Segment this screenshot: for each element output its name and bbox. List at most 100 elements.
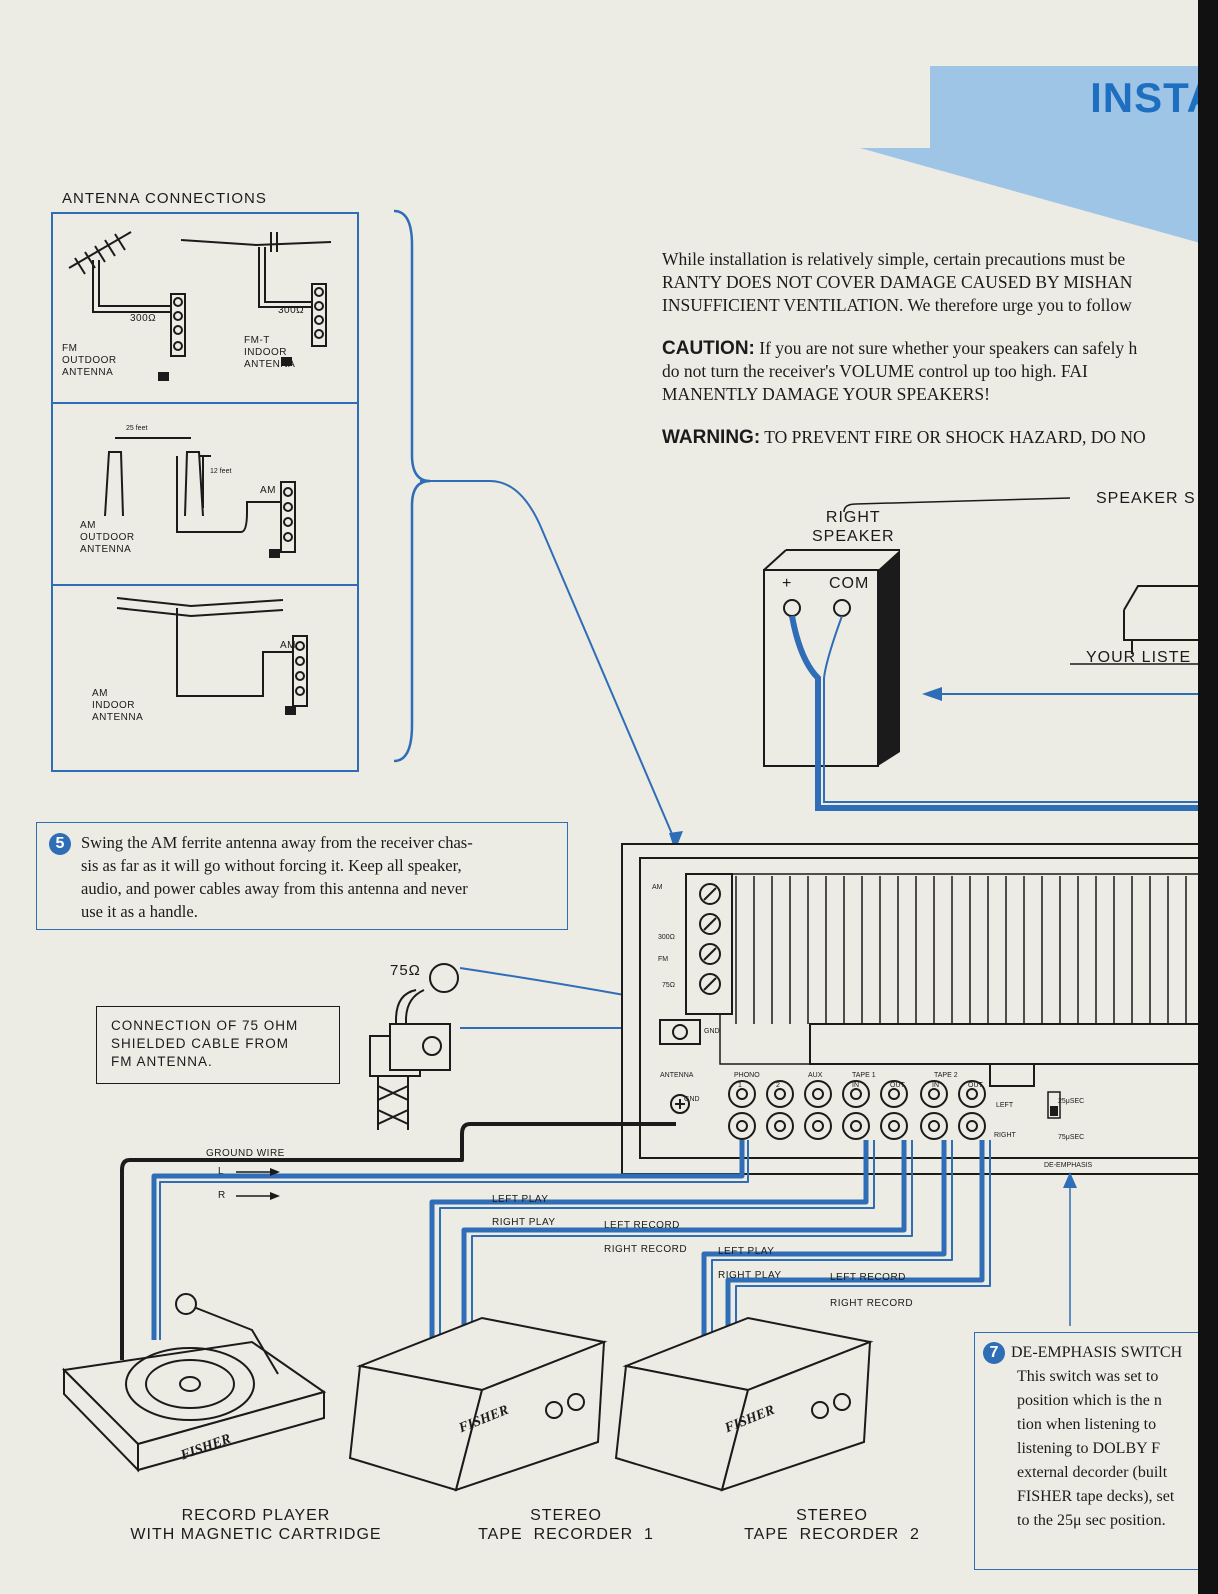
note-7-line: FISHER tape decks), set [1017,1488,1175,1505]
rca-jack-center [736,1120,748,1132]
divider [51,402,357,404]
divider [51,584,357,586]
cable-diagram [120,1122,1077,1380]
note-7-line: listening to DOLBY F [1017,1440,1160,1457]
step-7-badge: 7 [983,1342,1005,1364]
speaker-section-label: SPEAKER S [1096,490,1196,507]
rca-jack-center [774,1088,786,1100]
am-label: AM [260,485,276,496]
note-7-line: external decorder (built [1017,1464,1168,1481]
tape1-left-record-label: LEFT RECORD [604,1220,680,1231]
rca-jack-center [812,1120,824,1132]
note-5-line: use it as a handle. [81,902,198,921]
note-7-line: tion when listening to [1017,1416,1157,1433]
tape1-right-play-label: RIGHT PLAY [492,1217,556,1228]
am-label: AM [280,640,296,651]
tape1-right-record-label: RIGHT RECORD [604,1244,688,1255]
rca-jack-center [928,1088,940,1100]
coax-label-line: SHIELDED CABLE FROM [111,1036,290,1051]
panel-phono-2-label: 2 [776,1082,780,1089]
r-label: R [218,1190,226,1201]
tape-recorder-1-label: STEREO TAPE RECORDER 1 [478,1507,654,1543]
note-7-line: position which is the n [1017,1392,1162,1409]
record-player-icon [61,1293,327,1473]
rca-jack-center [774,1120,786,1132]
plus-label: + [782,575,793,592]
antenna-title: ANTENNA CONNECTIONS [62,190,267,207]
warning-text: TO PREVENT FIRE OR SHOCK HAZARD, DO NO [760,427,1146,447]
coax-label-box: CONNECTION OF 75 OHM SHIELDED CABLE FROM… [96,1006,340,1084]
panel-gnd2-label: GND [684,1096,700,1103]
fm-outdoor-antenna-icon [68,231,171,313]
note-7-line: to the 25μ sec position. [1017,1512,1166,1529]
caution-text: do not turn the receiver's VOLUME contro… [662,361,1088,381]
panel-out-label: OUT [890,1082,905,1089]
note-7-box: 7 DE-EMPHASIS SWITCH This switch was set … [974,1332,1218,1570]
panel-fm-label: FM [658,956,669,963]
panel-deemphasis-label: DE-EMPHASIS [1044,1162,1093,1169]
note-7-line: This switch was set to [1017,1368,1159,1385]
device-drawings [61,1293,874,1492]
fm-indoor-antenna-icon [180,232,332,308]
tape1-left-play-label: LEFT PLAY [492,1194,549,1205]
tape-recorder-2-icon [614,1316,874,1492]
caution-label: CAUTION: [662,338,755,359]
rca-jack-center [736,1088,748,1100]
your-listening-label: YOUR LISTE [1086,649,1192,666]
step-5-badge: 5 [49,833,71,855]
tape2-left-record-label: LEFT RECORD [830,1272,906,1283]
tape2-right-record-label: RIGHT RECORD [830,1298,914,1309]
rca-jack-center [966,1120,978,1132]
am-indoor-label: AM INDOOR ANTENNA [92,688,144,723]
fm-outdoor-label: FM OUTDOOR ANTENNA [62,343,117,378]
rca-jack-center [966,1088,978,1100]
banner-wedge [860,148,1218,248]
am-outdoor-label: AM OUTDOOR ANTENNA [80,520,135,555]
panel-left-label: LEFT [996,1102,1014,1109]
panel-in-label: IN [852,1082,859,1089]
fm-indoor-label: FM-T INDOOR ANTENNA [244,335,296,370]
rca-jack-center [812,1088,824,1100]
l-label: L [218,1166,225,1177]
header-banner [930,66,1218,148]
ohm-75-label: 75Ω [390,962,421,979]
coax-label-line: CONNECTION OF 75 OHM [111,1018,299,1033]
panel-25us-label: 25μSEC [1058,1098,1085,1105]
note-5-line: audio, and power cables away from this a… [81,879,468,898]
panel-antenna-label: ANTENNA [660,1072,694,1079]
ohm-300-label: 300Ω [278,305,305,316]
com-label: COM [829,575,870,592]
note-5-line: sis as far as it will go without forcing… [81,856,462,875]
feet-12-label: 12 feet [210,468,232,475]
tape-recorder-1-icon [348,1316,608,1492]
coax-label-line: FM ANTENNA. [111,1054,213,1069]
receiver-panel [621,843,1218,1175]
note-5-box: 5 Swing the AM ferrite antenna away from… [36,822,568,930]
record-player-label: RECORD PLAYER WITH MAGNETIC CARTRIDGE [130,1507,382,1543]
panel-75us-label: 75μSEC [1058,1134,1085,1141]
note-5-line: Swing the AM ferrite antenna away from t… [81,833,473,852]
am-indoor-antenna-icon [116,597,297,697]
rca-jack-center [850,1088,862,1100]
panel-phono-1-label: 1 [738,1082,742,1089]
speaker-diagram [763,497,1218,811]
warning-label: WARNING: [662,427,761,448]
note-7-line: DE-EMPHASIS SWITCH [1011,1344,1183,1361]
intro-line: While installation is relatively simple,… [662,249,1126,269]
ohm-300-label: 300Ω [130,313,157,324]
panel-in-label: IN [932,1082,939,1089]
panel-aux-label: AUX [808,1072,823,1079]
panel-tape2-label: TAPE 2 [934,1072,958,1079]
intro-line: INSUFFICIENT VENTILATION. We therefore u… [662,295,1132,315]
panel-tape1-label: TAPE 1 [852,1072,876,1079]
rca-jack-center [928,1120,940,1132]
intro-text: While installation is relatively simple,… [662,248,1218,449]
panel-phono-label: PHONO [734,1072,760,1079]
rca-jack-center [888,1088,900,1100]
page-title: INSTA [1090,74,1218,121]
right-speaker-label: RIGHT SPEAKER [812,509,895,545]
panel-am-label: AM [652,884,663,891]
caution-text: MANENTLY DAMAGE YOUR SPEAKERS! [662,384,990,404]
am-outdoor-antenna-icon [104,437,287,533]
panel-75-label: 75Ω [662,982,676,989]
